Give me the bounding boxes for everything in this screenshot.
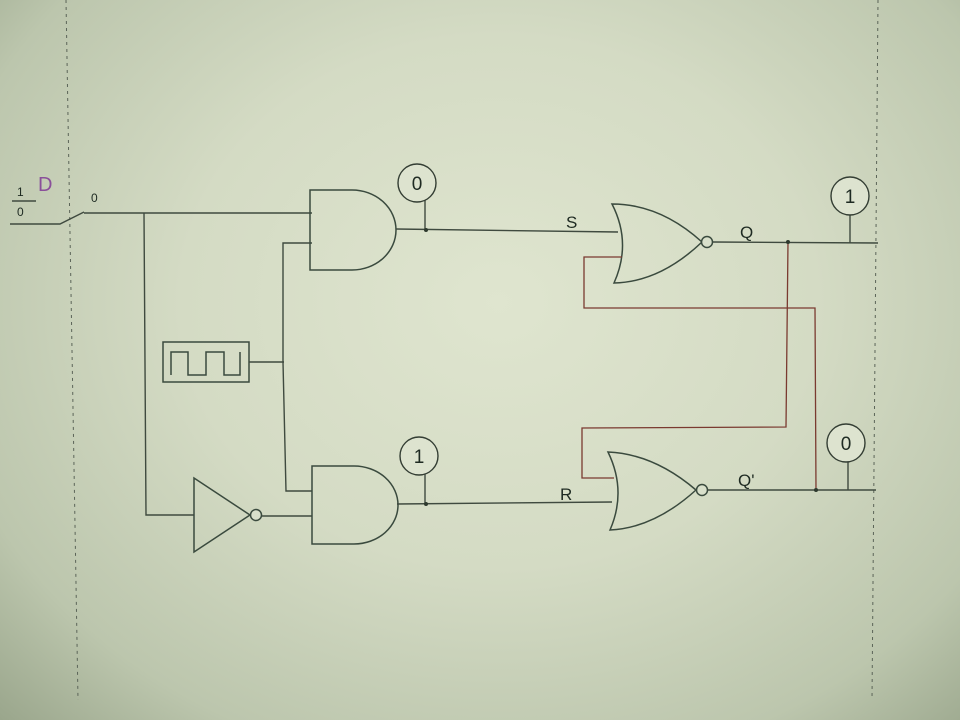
- nor-gate-top-body: [610, 203, 704, 284]
- label-q-not: Q': [738, 471, 754, 490]
- switch-output-value: 0: [91, 191, 98, 205]
- probe-q: 1: [830, 176, 870, 216]
- and-gate-bottom: [311, 465, 399, 545]
- input-switch-d[interactable]: 1 0 D 0: [10, 174, 98, 225]
- probe-and-bottom-value: 1: [414, 447, 425, 468]
- page-margin-right: [871, 0, 879, 701]
- nor-gate-top: [610, 203, 714, 284]
- probe-q-not-value: 0: [841, 434, 852, 455]
- probe-and-top-value: 0: [412, 174, 423, 195]
- probe-and-bottom: 1: [399, 436, 439, 476]
- page-margin-left: [65, 0, 79, 701]
- not-gate-body: [193, 476, 252, 554]
- wire-d-to-inverter: [143, 212, 194, 516]
- probe-q-not: 0: [826, 423, 866, 463]
- probe-and-top: 0: [397, 163, 437, 203]
- wire-clock-to-and-top: [282, 242, 312, 362]
- junction-r: [424, 502, 428, 506]
- wire-clock-to-and-bottom: [282, 361, 312, 492]
- label-s: S: [566, 213, 577, 232]
- switch-state-bottom: 0: [17, 205, 24, 219]
- nor-gate-bottom: [606, 451, 709, 531]
- and-gate-bottom-body: [311, 465, 399, 545]
- switch-lever[interactable]: [10, 211, 85, 225]
- nor-gate-bottom-body: [606, 451, 698, 531]
- and-gate-top: [309, 189, 397, 271]
- square-wave-icon: [170, 351, 241, 376]
- feedback-q-not-to-top-nor: [583, 256, 817, 491]
- and-gate-top-body: [309, 189, 397, 271]
- nor-gate-bottom-bubble: [695, 483, 709, 497]
- wire-s-line: [395, 228, 619, 233]
- junction-q-not: [814, 488, 818, 492]
- junction-q: [786, 240, 790, 244]
- junction-s: [424, 228, 428, 232]
- clock-source[interactable]: [162, 341, 250, 383]
- not-gate: [193, 476, 263, 554]
- switch-name-label: D: [38, 174, 52, 196]
- wire-r-line: [396, 501, 613, 505]
- wire-q-out: [712, 241, 879, 244]
- label-r: R: [560, 485, 572, 504]
- not-gate-bubble: [249, 508, 263, 522]
- probe-q-value: 1: [845, 187, 856, 208]
- probe-q-circle: [830, 176, 870, 216]
- probe-and-top-circle: [397, 163, 437, 203]
- probe-and-bottom-circle: [399, 436, 439, 476]
- feedback-q-to-bottom-nor: [581, 241, 789, 479]
- nor-gate-top-bubble: [700, 235, 714, 249]
- label-q: Q: [740, 223, 753, 242]
- probe-q-not-circle: [826, 423, 866, 463]
- switch-state-top: 1: [17, 185, 24, 199]
